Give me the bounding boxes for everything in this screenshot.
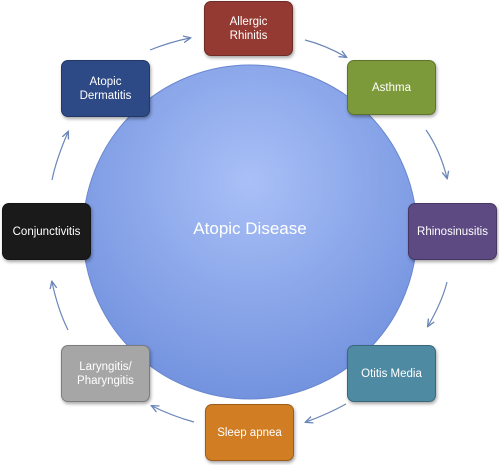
cycle-arrow-8 [51,132,68,181]
node-laryngitis-pharyngitis: Laryngitis/Pharyngitis [61,345,150,402]
cycle-arrow-4 [428,281,448,326]
node-rhinosinusitis: Rhinosinusitis [408,203,497,260]
cycle-arrow-3 [425,129,447,178]
cycle-arrow-6 [152,406,195,423]
cycle-arrow-5 [306,403,347,422]
node-conjunctivitis: Conjunctivitis [2,203,91,260]
cycle-arrow-1 [149,38,190,51]
node-otitis-media: Otitis Media [347,345,436,402]
node-sleep-apnea: Sleep apnea [205,404,294,461]
center-label: Atopic Disease [193,219,307,238]
node-asthma: Asthma [347,60,436,115]
cycle-arrow-2 [304,39,346,57]
cycle-arrow-7 [52,282,69,331]
